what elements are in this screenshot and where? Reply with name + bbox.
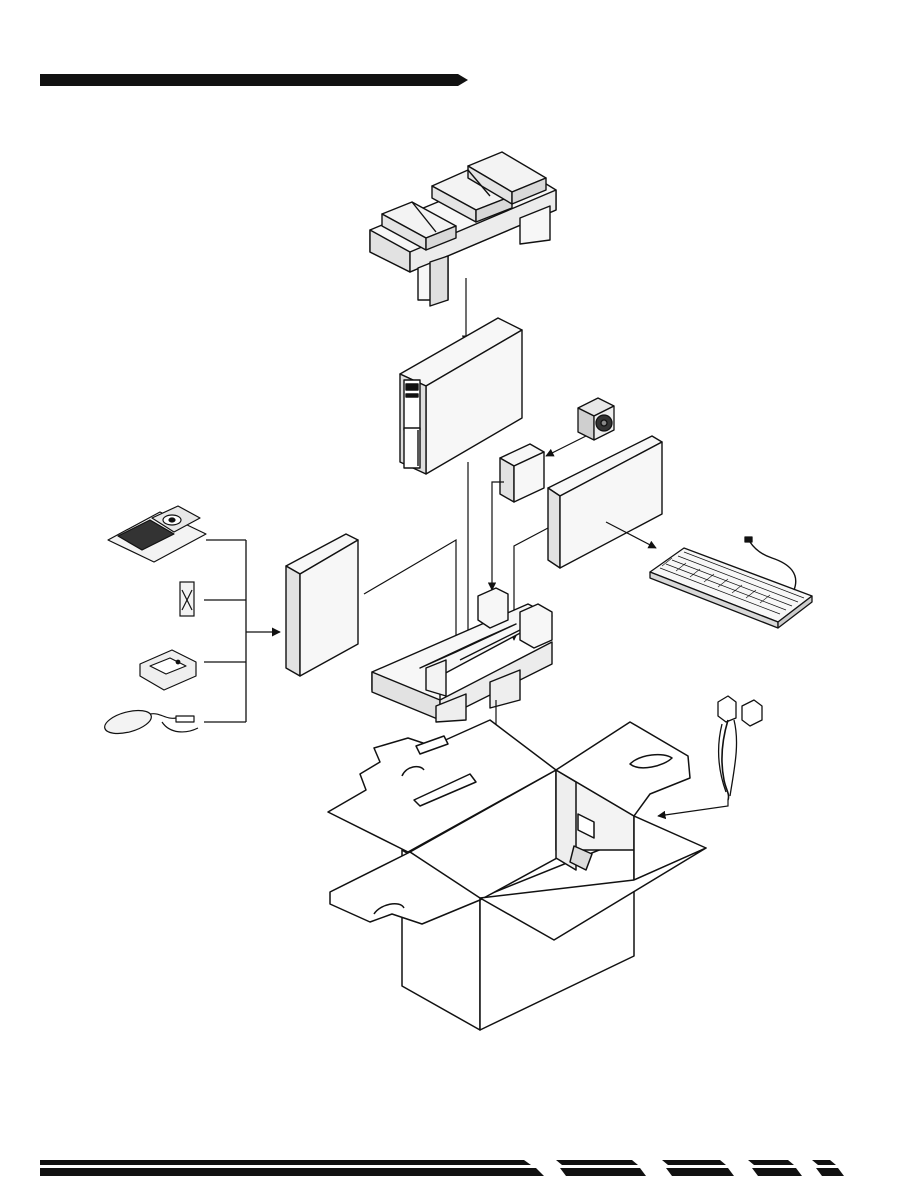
tower-stand	[140, 650, 196, 690]
accessories-box	[286, 534, 358, 676]
accessories-bracket	[204, 540, 280, 722]
speaker	[578, 398, 614, 440]
footer-bar	[40, 1160, 844, 1176]
small-parts-bag	[180, 582, 194, 616]
computer-tower	[400, 318, 522, 474]
power-cord	[718, 696, 762, 800]
header-bar	[40, 74, 468, 86]
keyboard-box	[548, 436, 662, 568]
shipping-carton	[328, 720, 706, 1030]
arrow-power-cord-to-carton	[658, 800, 728, 816]
top-foam-cushion	[370, 152, 556, 306]
bottom-foam-cushion	[372, 588, 552, 722]
mouse	[102, 706, 198, 738]
keyboard	[650, 537, 812, 628]
arrow-speaker-to-box	[546, 436, 586, 456]
speaker-box	[500, 444, 544, 502]
documentation-cd-kit	[108, 506, 206, 562]
